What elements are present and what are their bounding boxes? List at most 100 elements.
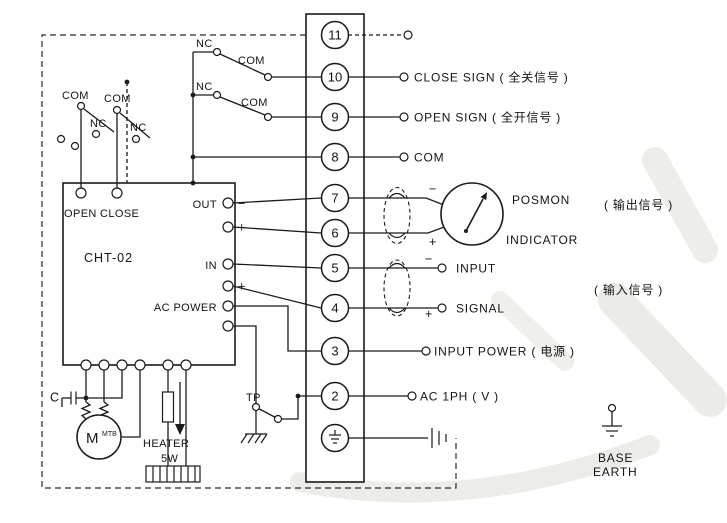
close-port: [111, 187, 123, 199]
input-signal-label: ( 输入信号 ): [594, 282, 663, 297]
cable-shield-symbols: [383, 186, 411, 317]
cam-spare-contact-1: [56, 134, 66, 144]
terminal-2-number: 2: [331, 389, 338, 404]
posmon-label: POSMON: [512, 193, 570, 207]
heater-power-label: 5W: [161, 453, 179, 465]
in-minus-port: [222, 258, 234, 270]
sw-close-com-label: COM: [238, 55, 265, 67]
tp-contact-a: [251, 402, 261, 412]
tp-ground-symbol: [240, 433, 268, 444]
close-sign-point: [399, 72, 409, 82]
terminal-5: [320, 253, 350, 283]
cam-com1-contact: [76, 101, 86, 111]
terminal-10: [320, 62, 350, 92]
tp-blade: [258, 407, 276, 419]
cam-com1-label: COM: [62, 90, 89, 102]
cam-nc2-label: NC: [130, 122, 147, 134]
sw-open-nc-contact: [212, 90, 222, 100]
ac-power-label: AC 1PH ( V ): [420, 390, 499, 404]
base-label: BASE: [598, 451, 633, 465]
wire-posmon-minus: [348, 197, 445, 206]
cam-nc1-contact: [91, 129, 101, 139]
terminal-6-number: 6: [331, 226, 338, 241]
open-port: [75, 187, 87, 199]
signal-point: [437, 303, 447, 313]
terminal-strip: [305, 13, 365, 483]
close-label: CLOSE: [100, 208, 139, 220]
earth-label: EARTH: [593, 465, 637, 479]
meter-needle-head: [480, 192, 487, 201]
enclosure-border: [41, 34, 457, 489]
terminal-5-number: 5: [331, 261, 338, 276]
com-label: COM: [414, 151, 444, 165]
tp-label: TP: [246, 392, 261, 404]
posmon-meter: [440, 182, 504, 246]
indicator-label: INDICATOR: [506, 233, 578, 247]
terminal-7: [320, 183, 350, 213]
base-earth-symbol: [602, 403, 622, 437]
terminal-3-number: 3: [331, 344, 338, 359]
cam-spare-contact-2: [70, 141, 80, 151]
heater-element: [145, 465, 201, 483]
motor-label: M: [86, 430, 99, 447]
terminal-8: [320, 142, 350, 172]
output-shield-ellipse: [383, 186, 411, 245]
heater-arrow-head: [175, 424, 185, 435]
cam-com2-contact: [112, 105, 122, 115]
output-signal-label: ( 输出信号 ): [604, 197, 673, 212]
ac-power-port-1: [222, 300, 234, 312]
com-point: [399, 152, 409, 162]
open-sign-point: [399, 112, 409, 122]
chassis-earth-symbol: [431, 428, 447, 448]
sw-close-nc-contact: [212, 47, 222, 57]
sw-close-nc-label: NC: [196, 38, 213, 50]
junction-dots: [83, 79, 301, 401]
terminal-6: [320, 218, 350, 248]
posmon-plus-sign: +: [429, 235, 436, 249]
posmon-minus-sign: −: [429, 182, 436, 196]
cam-nc2-contact: [131, 134, 141, 144]
terminal-8-number: 8: [331, 150, 338, 165]
input-label: INPUT: [456, 262, 496, 276]
contacts: [56, 30, 447, 424]
cam-blade-1: [83, 108, 115, 133]
input-power-label: INPUT POWER ( 电源 ): [434, 345, 575, 359]
input-point: [437, 263, 447, 273]
in-minus-sign: −: [238, 258, 245, 272]
cam-blade-2: [119, 112, 151, 139]
input-minus-sign: −: [425, 252, 432, 266]
wire-posmon-plus: [348, 225, 448, 234]
sw-close-com-contact: [263, 72, 273, 82]
winding-zigzag-1: [80, 401, 92, 420]
out-label: OUT: [193, 199, 217, 211]
watermark: [290, 147, 727, 503]
motor-circle: [76, 414, 122, 460]
in-plus-port: [222, 280, 234, 292]
symbols: [70, 391, 622, 483]
heater-body: [161, 391, 175, 423]
cam-com2-label: COM: [104, 93, 131, 105]
mtb-label: MTB: [102, 431, 117, 438]
tp-contact-b: [273, 414, 283, 424]
cam-nc1-label: NC: [90, 118, 107, 130]
switch-blade-open: [219, 96, 266, 116]
terminal-10-number: 10: [328, 70, 342, 85]
out-minus-port: [222, 197, 234, 209]
heater-label: HEATER: [143, 438, 189, 450]
sw-open-com-label: COM: [241, 97, 268, 109]
input-power-point: [421, 346, 431, 356]
input-shield-ellipse: [383, 259, 411, 317]
switch-blade-close: [219, 53, 266, 76]
labels: 11 10 9 8 7 6 5 4 3 2 CLOSE SIGN ( 全关信号 …: [50, 28, 673, 480]
terminal-7-number: 7: [331, 191, 338, 206]
out-minus-sign: −: [238, 197, 245, 211]
terminal-4: [320, 293, 350, 323]
ac-power-port-2: [222, 320, 234, 332]
capacitor-symbol: [70, 391, 77, 405]
in-label: IN: [205, 260, 217, 272]
terminal-11: [320, 20, 350, 50]
wires: [61, 34, 613, 466]
ac-power-port-label: AC POWER: [154, 302, 217, 314]
signal-plus-sign: +: [425, 307, 432, 321]
